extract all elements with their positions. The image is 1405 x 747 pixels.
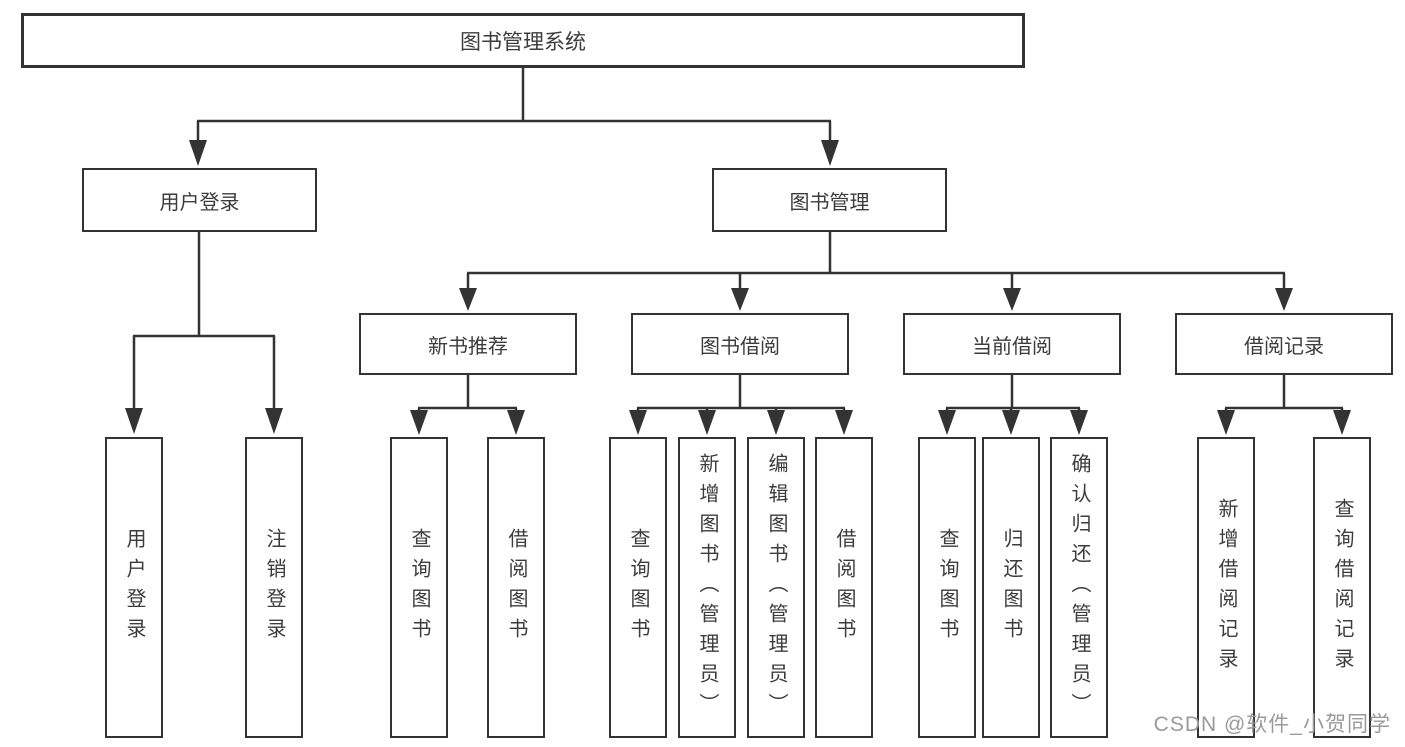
connector-borrow-records-leaves bbox=[1224, 375, 1344, 412]
leaf-borrow-books-2: 借阅图书 bbox=[815, 437, 873, 738]
node-label: 注销登录 bbox=[263, 527, 285, 648]
leaf-query-borrow-record: 查询借阅记录 bbox=[1313, 437, 1371, 738]
arrowheads-level3 bbox=[459, 288, 1293, 311]
node-label: 借阅图书 bbox=[833, 527, 855, 648]
leaf-confirm-return-admin: 确认归还（管理员） bbox=[1050, 437, 1108, 738]
node-new-book-recommend: 新书推荐 bbox=[359, 313, 577, 375]
node-label: 查询借阅记录 bbox=[1331, 497, 1353, 678]
leaf-user-login: 用户登录 bbox=[105, 437, 163, 738]
node-label: 归还图书 bbox=[1000, 527, 1022, 648]
leaf-query-books-1: 查询图书 bbox=[390, 437, 448, 738]
node-label: 新增图书（管理员） bbox=[696, 452, 718, 723]
node-book-borrow: 图书借阅 bbox=[631, 313, 849, 375]
csdn-watermark: CSDN @软件_小贺同学 bbox=[1153, 713, 1391, 736]
node-current-borrow: 当前借阅 bbox=[903, 313, 1121, 375]
node-label: 查询图书 bbox=[936, 527, 958, 648]
node-borrow-records: 借阅记录 bbox=[1175, 313, 1393, 375]
leaf-add-books-admin: 新增图书（管理员） bbox=[678, 437, 736, 738]
connector-current-borrow-leaves bbox=[945, 375, 1081, 412]
node-label: 借阅记录 bbox=[1244, 335, 1324, 358]
node-label: 新增借阅记录 bbox=[1215, 497, 1237, 678]
leaf-return-books: 归还图书 bbox=[982, 437, 1040, 738]
leaf-logout: 注销登录 bbox=[245, 437, 303, 738]
node-label: 查询图书 bbox=[627, 527, 649, 648]
node-label: 查询图书 bbox=[408, 527, 430, 648]
connector-root-to-level2 bbox=[196, 68, 832, 142]
leaf-add-borrow-record: 新增借阅记录 bbox=[1197, 437, 1255, 738]
connector-user-login-leaves bbox=[132, 232, 276, 410]
leaf-query-books-3: 查询图书 bbox=[918, 437, 976, 738]
connector-new-books-leaves bbox=[417, 375, 518, 412]
node-label: 图书借阅 bbox=[700, 335, 780, 358]
arrowheads-leaves bbox=[125, 408, 1351, 435]
node-user-login: 用户登录 bbox=[82, 168, 317, 232]
node-label: 新书推荐 bbox=[428, 335, 508, 358]
node-book-management: 图书管理 bbox=[712, 168, 947, 232]
connector-management-to-level3 bbox=[466, 232, 1286, 290]
node-system-root: 图书管理系统 bbox=[21, 13, 1025, 68]
node-label: 图书管理 bbox=[789, 191, 870, 214]
node-label: 图书管理系统 bbox=[460, 30, 586, 54]
connector-book-borrow-leaves bbox=[636, 375, 846, 412]
node-label: 借阅图书 bbox=[505, 527, 527, 648]
node-label: 当前借阅 bbox=[972, 335, 1052, 358]
arrowheads-level2 bbox=[189, 140, 839, 166]
leaf-query-books-2: 查询图书 bbox=[609, 437, 667, 738]
leaf-borrow-books-1: 借阅图书 bbox=[487, 437, 545, 738]
node-label: 编辑图书（管理员） bbox=[765, 452, 787, 723]
leaf-edit-books-admin: 编辑图书（管理员） bbox=[747, 437, 805, 738]
node-label: 用户登录 bbox=[123, 527, 145, 648]
node-label: 用户登录 bbox=[159, 191, 240, 214]
node-label: 确认归还（管理员） bbox=[1068, 452, 1090, 723]
